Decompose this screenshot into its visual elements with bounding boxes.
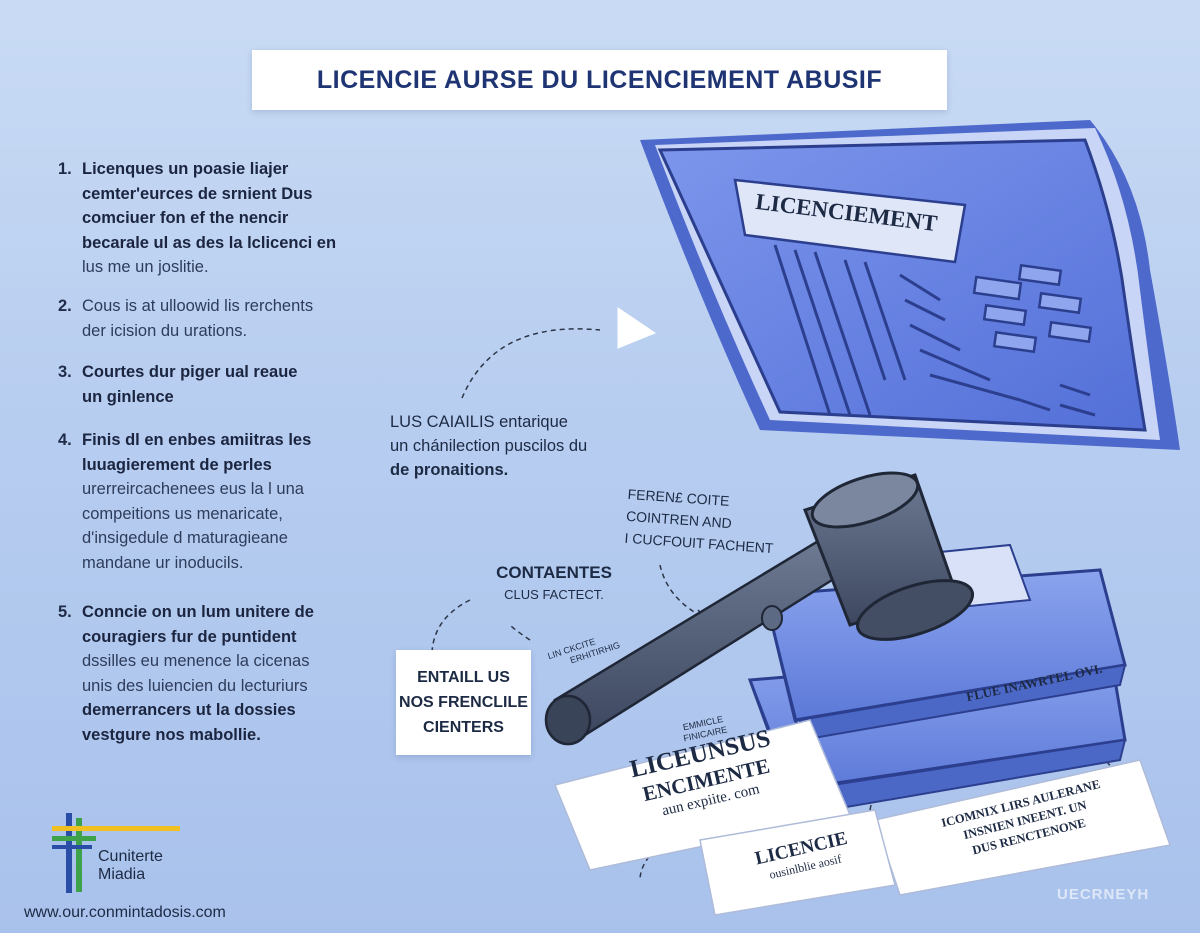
step-number: 1. (58, 160, 72, 178)
contaentes-title: CONTAENTES (496, 563, 612, 582)
logo-text: Cuniterte Miadia (98, 848, 163, 884)
callout-line: NOS FRENCLILE (399, 694, 528, 711)
note-top-right: FEREN£ COITE COINTREN AND I CUCFOUIT FAC… (624, 483, 777, 559)
page-title: LICENCIE AURSE DU LICENCIEMENT ABUSIF (316, 65, 883, 94)
step-line: compeitions us menaricate, (82, 504, 283, 523)
step-line: Conncie on un lum unitere de (82, 603, 314, 621)
step-line: lus me un joslitie. (82, 258, 209, 276)
step-line: becarale ul as des la lclicenci en (82, 233, 337, 252)
step-line: Courtes dur piger ual reaue (82, 363, 298, 381)
step-4: 4. Finis dl en enbes amiitras les luuagi… (58, 428, 378, 575)
step-line: d'insigedule d maturagieane (82, 529, 288, 547)
step-line: cemter'eurces de srnient Dus (82, 184, 313, 203)
mid-line: un chánilection puscilos du (390, 437, 588, 455)
arrow-head-icon (617, 307, 657, 349)
step-line: Finis dl en enbes amiitras les (82, 431, 312, 449)
website-url[interactable]: www.our.conmintadosis.com (24, 904, 226, 921)
step-number: 3. (58, 363, 72, 381)
step-line: der icision du urations. (82, 321, 248, 340)
step-line: vestgure nos mabollie. (82, 725, 261, 744)
step-line: Cous is at ulloowid lis rerchents (82, 297, 314, 315)
gavel-icon (544, 471, 975, 746)
step-line: un ginlence (82, 387, 174, 406)
watermark: UECRNEYH (1057, 886, 1150, 903)
document-icon (640, 120, 1180, 450)
step-1: 1. Licenques un poasie liajer cemter'eur… (58, 157, 378, 280)
step-number: 5. (58, 603, 72, 621)
step-line: luuagiereme­nt de perles (82, 455, 272, 474)
step-3: 3. Courtes dur piger ual reaue un ginlen… (58, 360, 378, 409)
document-label-tag (733, 178, 967, 264)
step-5: 5. Conncie on un lum unitere de couragie… (58, 600, 378, 747)
contaentes-label: CONTAENTES CLUS FACTECT. (484, 563, 624, 602)
contaentes-sub: CLUS FACTECT. (504, 587, 604, 602)
step-line: urerreircachenees eus la l una (82, 480, 304, 498)
logo-line: Miadia (98, 866, 146, 883)
step-line: unis des luiencien du lecturiurs (82, 676, 308, 695)
callout-line: CIENTERS (423, 719, 504, 736)
title-banner: LICENCIE AURSE DU LICENCIEMENT ABUSIF (252, 50, 947, 110)
step-line: comciuer fon ef the nencir (82, 209, 289, 227)
step-number: 2. (58, 297, 72, 315)
step-line: Licenques un poasie liajer (82, 160, 289, 178)
logo-icon (52, 813, 180, 893)
step-line: demerrancers ut la dossies (82, 701, 296, 719)
mid-line: LUS CAIAILIS entarique (390, 413, 568, 431)
step-number: 4. (58, 431, 72, 449)
step-line: dssilles eu menence la cicenas (82, 652, 310, 670)
logo-line: Cuniterte (98, 848, 163, 865)
mid-line: de pronaitions. (390, 461, 509, 479)
callout-line: ENTAILL US (417, 669, 510, 686)
paper-bottom (699, 809, 896, 916)
step-line: mandane ur inoducils. (82, 553, 244, 572)
step-2: 2. Cous is at ulloowid lis rerchents der… (58, 294, 378, 343)
mid-description: LUS CAIAILIS entarique un chánilection p… (390, 410, 660, 482)
step-line: couragiers fur de puntident (82, 627, 297, 646)
callout-box: ENTAILL US NOS FRENCLILE CIENTERS (396, 650, 531, 755)
